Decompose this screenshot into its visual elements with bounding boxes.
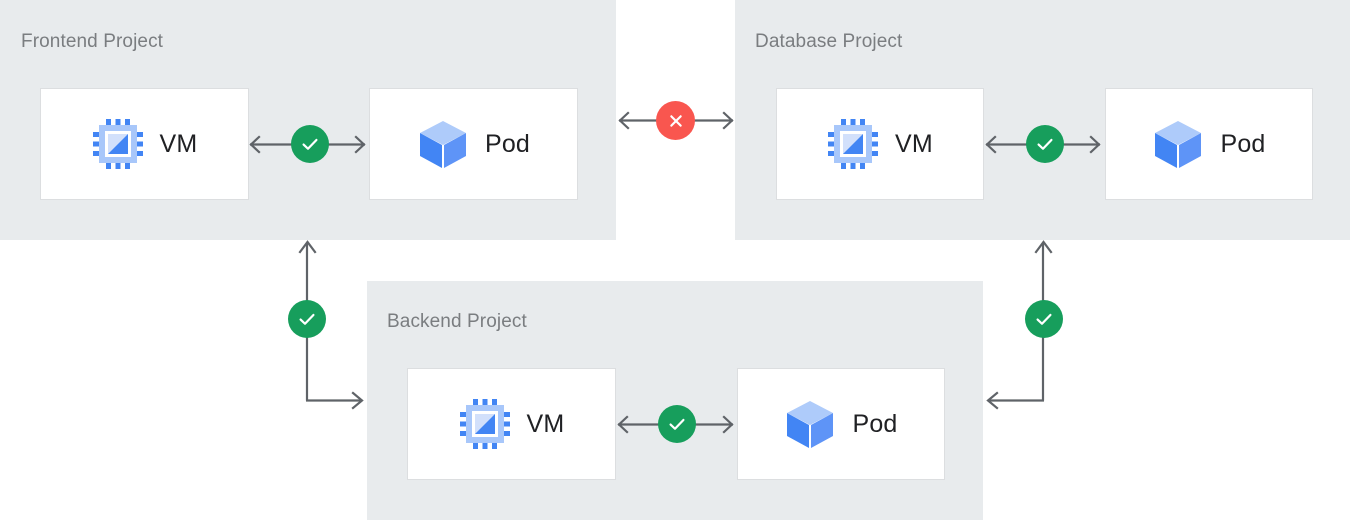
resource-card-database-vm[interactable]: VM — [776, 88, 984, 200]
check-icon — [1037, 138, 1053, 150]
cube-icon — [784, 398, 836, 450]
status-badge-frontend-database-blocked[interactable] — [656, 101, 695, 140]
panel-title-frontend: Frontend Project — [21, 31, 164, 52]
panel-title-backend: Backend Project — [387, 311, 527, 332]
resource-card-label: VM — [159, 129, 198, 158]
resource-card-label: Pod — [484, 129, 531, 158]
resource-card-label: VM — [895, 129, 933, 158]
resource-card-database-pod[interactable]: Pod — [1105, 88, 1313, 200]
cpu-chip-icon — [459, 398, 511, 450]
check-icon — [302, 138, 318, 150]
cube-icon — [1152, 118, 1204, 170]
resource-card-frontend-pod[interactable]: Pod — [369, 88, 578, 200]
panel-title-database: Database Project — [755, 31, 903, 52]
status-badge-backend-internal[interactable] — [658, 405, 696, 443]
resource-card-frontend-vm[interactable]: VM — [40, 88, 249, 200]
resource-card-backend-vm[interactable]: VM — [407, 368, 616, 480]
resource-card-label: VM — [526, 409, 565, 438]
status-badge-database-internal[interactable] — [1026, 125, 1064, 163]
cpu-chip-icon — [827, 118, 879, 170]
check-icon — [669, 418, 685, 430]
check-icon — [299, 313, 315, 325]
resource-card-label: Pod — [852, 409, 898, 438]
status-badge-backend-database[interactable] — [1025, 300, 1063, 338]
resource-card-label: Pod — [1220, 129, 1266, 158]
status-badge-backend-frontend[interactable] — [288, 300, 326, 338]
cpu-chip-icon — [92, 118, 144, 170]
resource-card-backend-pod[interactable]: Pod — [737, 368, 945, 480]
cube-icon — [417, 118, 469, 170]
cross-icon — [669, 114, 682, 127]
status-badge-frontend-internal[interactable] — [291, 125, 329, 163]
check-icon — [1036, 313, 1052, 325]
